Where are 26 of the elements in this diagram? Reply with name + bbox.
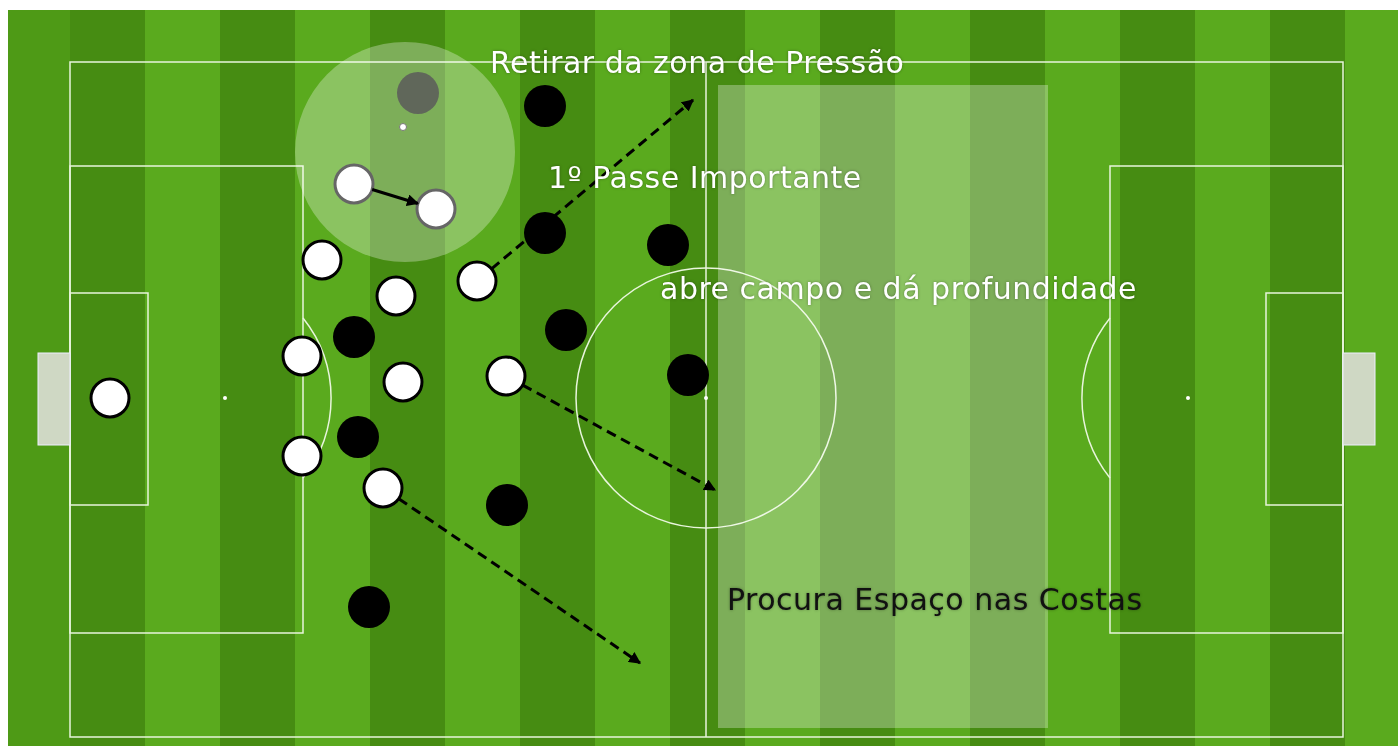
player-marker [333, 163, 375, 205]
player-marker [524, 212, 566, 254]
player-marker [415, 188, 457, 230]
player-marker [545, 309, 587, 351]
player-marker [362, 467, 404, 509]
player-marker [337, 416, 379, 458]
arrow [397, 497, 641, 665]
player-marker [485, 355, 527, 397]
player-marker [375, 275, 417, 317]
player-marker [486, 484, 528, 526]
player-marker [524, 85, 566, 127]
arrow [490, 98, 694, 270]
arrow [371, 188, 419, 207]
player-marker [382, 361, 424, 403]
player-marker [456, 260, 498, 302]
player-marker [397, 72, 439, 114]
player-marker [333, 316, 375, 358]
player-marker [89, 377, 131, 419]
annotation-text: 1º Passe Importante [548, 163, 862, 193]
player-marker [348, 586, 390, 628]
player-marker [667, 354, 709, 396]
player-marker [281, 435, 323, 477]
arrow [521, 383, 717, 492]
player-marker [647, 224, 689, 266]
player-marker [281, 335, 323, 377]
player-marker [301, 239, 343, 281]
